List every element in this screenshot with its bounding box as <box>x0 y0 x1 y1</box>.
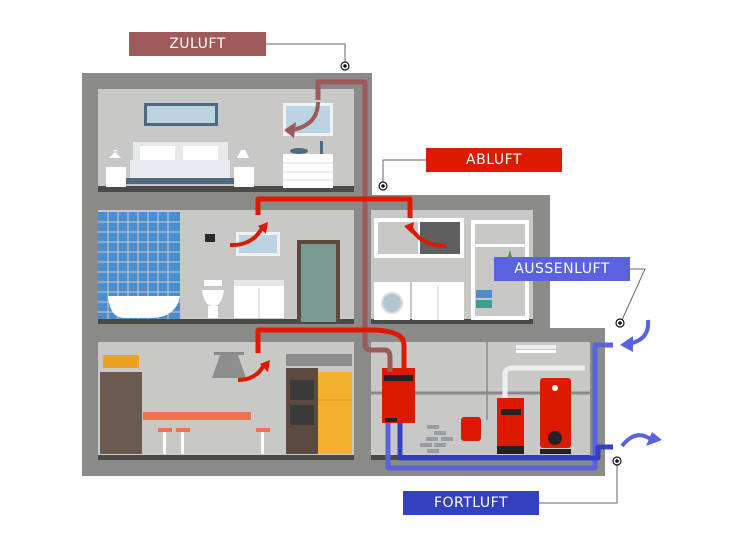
expansion-tank <box>461 417 481 441</box>
kitchen-furniture <box>100 352 352 454</box>
abluft-arrow-icon <box>260 360 270 372</box>
zuluft-arrow-icon <box>284 122 296 138</box>
bedroom-furniture <box>106 103 333 188</box>
aussenluft-label: AUSSENLUFT <box>494 257 630 281</box>
hot-water-tank <box>540 378 571 448</box>
abluft-arrow-icon <box>258 222 268 234</box>
bathroom-furniture <box>98 212 340 322</box>
boiler <box>497 398 524 446</box>
abluft-duct <box>229 196 447 382</box>
zuluft-duct <box>291 79 393 372</box>
boiler-room-equipment <box>371 342 590 454</box>
fortluft-arrow-icon <box>646 432 662 446</box>
aussenluft-arrow-icon <box>620 336 633 352</box>
abluft-label: ABLUFT <box>426 148 562 172</box>
fortluft-label: FORTLUFT <box>403 491 539 515</box>
leader-lines <box>266 43 646 504</box>
zuluft-label: ZULUFT <box>129 32 266 56</box>
abluft-arrow-icon <box>404 222 414 234</box>
